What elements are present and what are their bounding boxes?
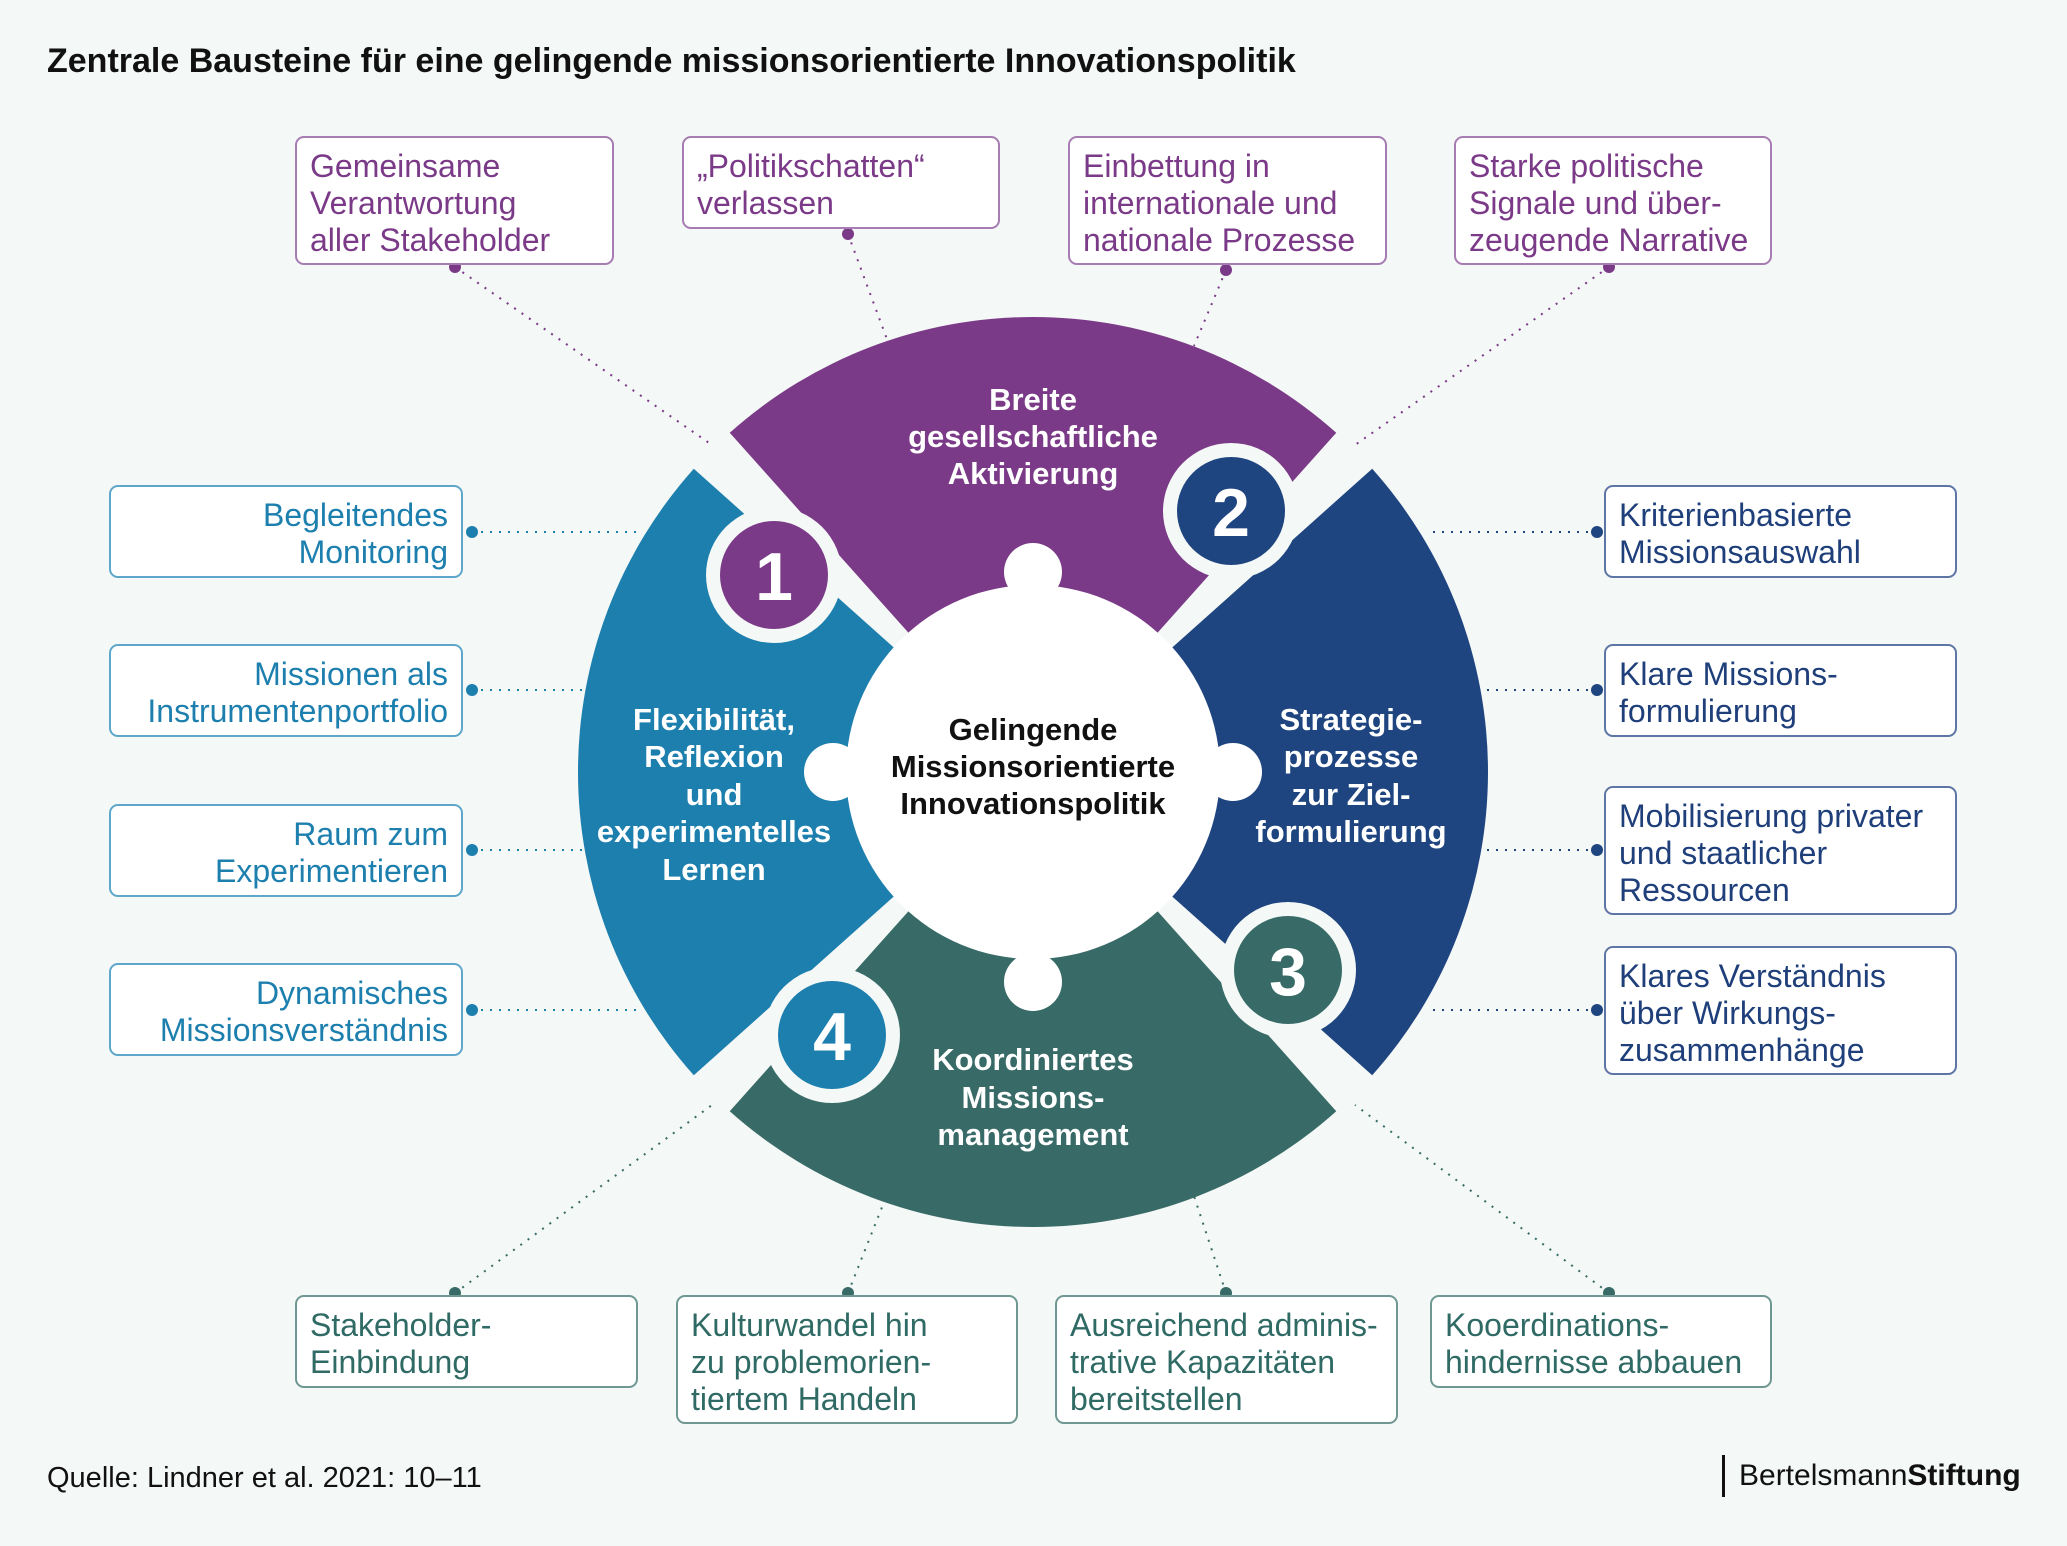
bertelsmann-logo: BertelsmannStiftung <box>1722 1455 2021 1497</box>
box-bottom-4: Kooerdinations- hindernisse abbauen <box>1430 1295 1772 1388</box>
left-label-line5: Lernen <box>662 852 765 887</box>
bottom-label-line3: management <box>937 1117 1128 1152</box>
right-label-line4: formulierung <box>1255 814 1446 849</box>
right-label-line3: zur Ziel- <box>1292 777 1411 812</box>
badge-2-number: 2 <box>1212 475 1250 551</box>
bottom-label-line1: Koordiniertes <box>932 1042 1134 1077</box>
box-right-2: Klare Missions- formulierung <box>1604 644 1957 737</box>
top-label-line1: Breite <box>989 382 1077 417</box>
connector-dots <box>449 228 1615 1299</box>
box-top-2: „Politikschatten“ verlassen <box>682 136 1000 229</box>
center-line3: Innovationspolitik <box>900 786 1166 821</box>
left-label-line3: und <box>686 777 743 812</box>
box-left-1: Begleitendes Monitoring <box>109 485 463 578</box>
box-top-1: Gemeinsame Verantwortung aller Stakehold… <box>295 136 614 265</box>
left-label-line4: experimentelles <box>597 814 831 849</box>
inner-puzzle-tabs <box>804 543 1262 1011</box>
left-label-line2: Reflexion <box>644 739 784 774</box>
box-left-4: Dynamisches Missionsverständnis <box>109 963 463 1056</box>
box-bottom-3: Ausreichend adminis- trative Kapazitäten… <box>1055 1295 1398 1424</box>
box-right-1: Kriterienbasierte Missionsauswahl <box>1604 485 1957 578</box>
bottom-label-line2: Missions- <box>962 1080 1105 1115</box>
center-disc <box>846 585 1220 959</box>
box-right-4: Klares Verständnis über Wirkungs- zusamm… <box>1604 946 1957 1075</box>
badge-3-number: 3 <box>1269 934 1307 1010</box>
top-label-line2: gesellschaftliche <box>908 419 1158 454</box>
badge-2: 2 <box>1163 443 1299 579</box>
source-note: Quelle: Lindner et al. 2021: 10–11 <box>47 1462 482 1494</box>
box-bottom-2: Kulturwandel hin zu problemorien- tierte… <box>676 1295 1018 1424</box>
logo-part1: Bertelsmann <box>1739 1459 1908 1492</box>
box-left-3: Raum zum Experimentieren <box>109 804 463 897</box>
badge-4-number: 4 <box>813 999 851 1075</box>
connector-lines <box>454 233 1610 1294</box>
center-line2: Missionsorientierte <box>891 749 1175 784</box>
page-title: Zentrale Bausteine für eine gelingende m… <box>47 42 1296 80</box>
badge-4: 4 <box>764 967 900 1103</box>
box-top-4: Starke politische Signale und über- zeug… <box>1454 136 1772 265</box>
box-bottom-1: Stakeholder- Einbindung <box>295 1295 638 1388</box>
badge-1-number: 1 <box>755 539 793 615</box>
right-label-line2: prozesse <box>1284 739 1418 774</box>
badge-3: 3 <box>1220 902 1356 1038</box>
left-label-line1: Flexibilität, <box>633 702 795 737</box>
box-top-3: Einbettung in internationale und nationa… <box>1068 136 1387 265</box>
badge-1: 1 <box>706 507 842 643</box>
right-label-line1: Strategie- <box>1280 702 1423 737</box>
box-left-2: Missionen als Instrumentenportfolio <box>109 644 463 737</box>
center-line1: Gelingende <box>949 712 1118 747</box>
box-right-3: Mobilisierung privater und staatlicher R… <box>1604 786 1957 915</box>
logo-part2: Stiftung <box>1907 1459 2021 1492</box>
top-label-line3: Aktivierung <box>948 456 1119 491</box>
